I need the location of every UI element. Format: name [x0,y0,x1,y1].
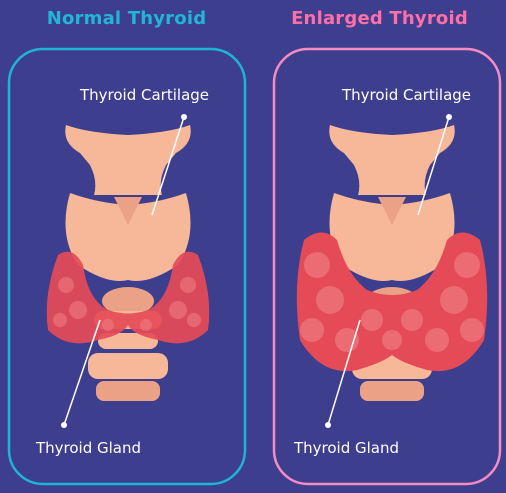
normal-cartilage-label: Thyroid Cartilage [80,86,209,104]
enlarged-gland-label: Thyroid Gland [294,439,399,457]
enlarged-thyroid-illustration [297,125,487,401]
normal-thyroid-illustration [47,125,210,401]
enlarged-cartilage-label: Thyroid Cartilage [342,86,471,104]
normal-gland-label: Thyroid Gland [36,439,141,457]
